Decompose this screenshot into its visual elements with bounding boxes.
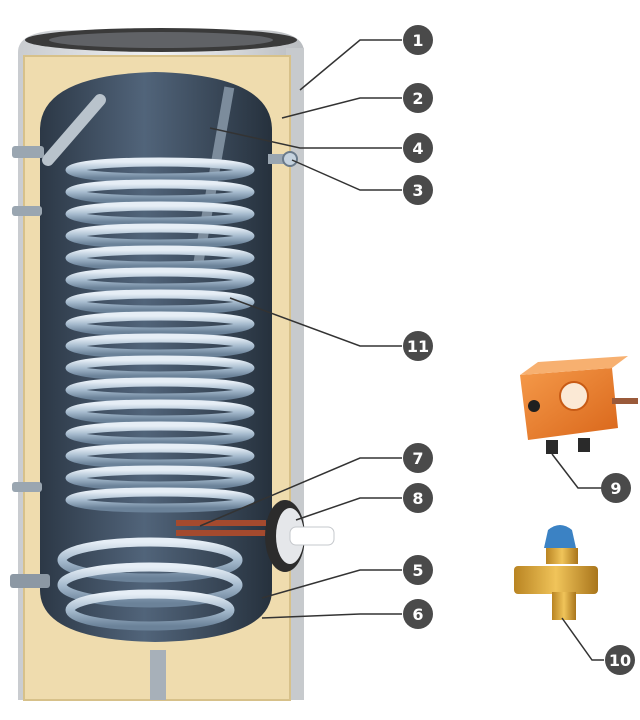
- top-inlet-pipe: [42, 94, 106, 166]
- left-side-connections: [10, 146, 50, 588]
- callout-number: 1: [412, 31, 423, 50]
- callout-number: 9: [610, 479, 621, 498]
- callout-1: 1: [403, 25, 433, 55]
- callouts: 1 2 4 3 11 7 8 5 6 9 10: [403, 25, 635, 675]
- callout-number: 7: [412, 449, 423, 468]
- callout-circle: [403, 483, 433, 513]
- callout-circle: [403, 25, 433, 55]
- safety-valve: [514, 525, 598, 620]
- callout-number: 10: [609, 651, 631, 670]
- callout-number: 11: [407, 337, 429, 356]
- callout-3: 3: [403, 175, 433, 205]
- callout-number: 3: [412, 181, 423, 200]
- callout-number: 4: [412, 139, 423, 158]
- callout-number: 8: [412, 489, 423, 508]
- callout-circle: [601, 473, 631, 503]
- callout-leaders: [199, 39, 604, 661]
- flange-cover: [265, 500, 335, 572]
- bottom-feet: [150, 650, 166, 700]
- callout-6: 6: [403, 599, 433, 629]
- callout-9: 9: [601, 473, 631, 503]
- thermostat: [520, 356, 638, 454]
- callout-circle: [403, 599, 433, 629]
- callout-circle: [605, 645, 635, 675]
- callout-number: 5: [412, 561, 423, 580]
- callout-circle: [403, 133, 433, 163]
- bottom-coil: [57, 537, 243, 631]
- heating-element: [176, 520, 266, 536]
- callout-10: 10: [605, 645, 635, 675]
- sensor-port: [268, 151, 298, 167]
- callout-circle: [403, 555, 433, 585]
- callout-circle: [403, 443, 433, 473]
- callout-4: 4: [403, 133, 433, 163]
- callout-circle: [403, 175, 433, 205]
- callout-number: 2: [412, 89, 423, 108]
- callout-2: 2: [403, 83, 433, 113]
- callout-5: 5: [403, 555, 433, 585]
- callout-11: 11: [403, 331, 433, 361]
- callout-7: 7: [403, 443, 433, 473]
- heat-exchanger-coil: [65, 157, 255, 513]
- callout-circle: [403, 331, 433, 361]
- callout-circle: [403, 83, 433, 113]
- callout-number: 6: [412, 605, 423, 624]
- callout-8: 8: [403, 483, 433, 513]
